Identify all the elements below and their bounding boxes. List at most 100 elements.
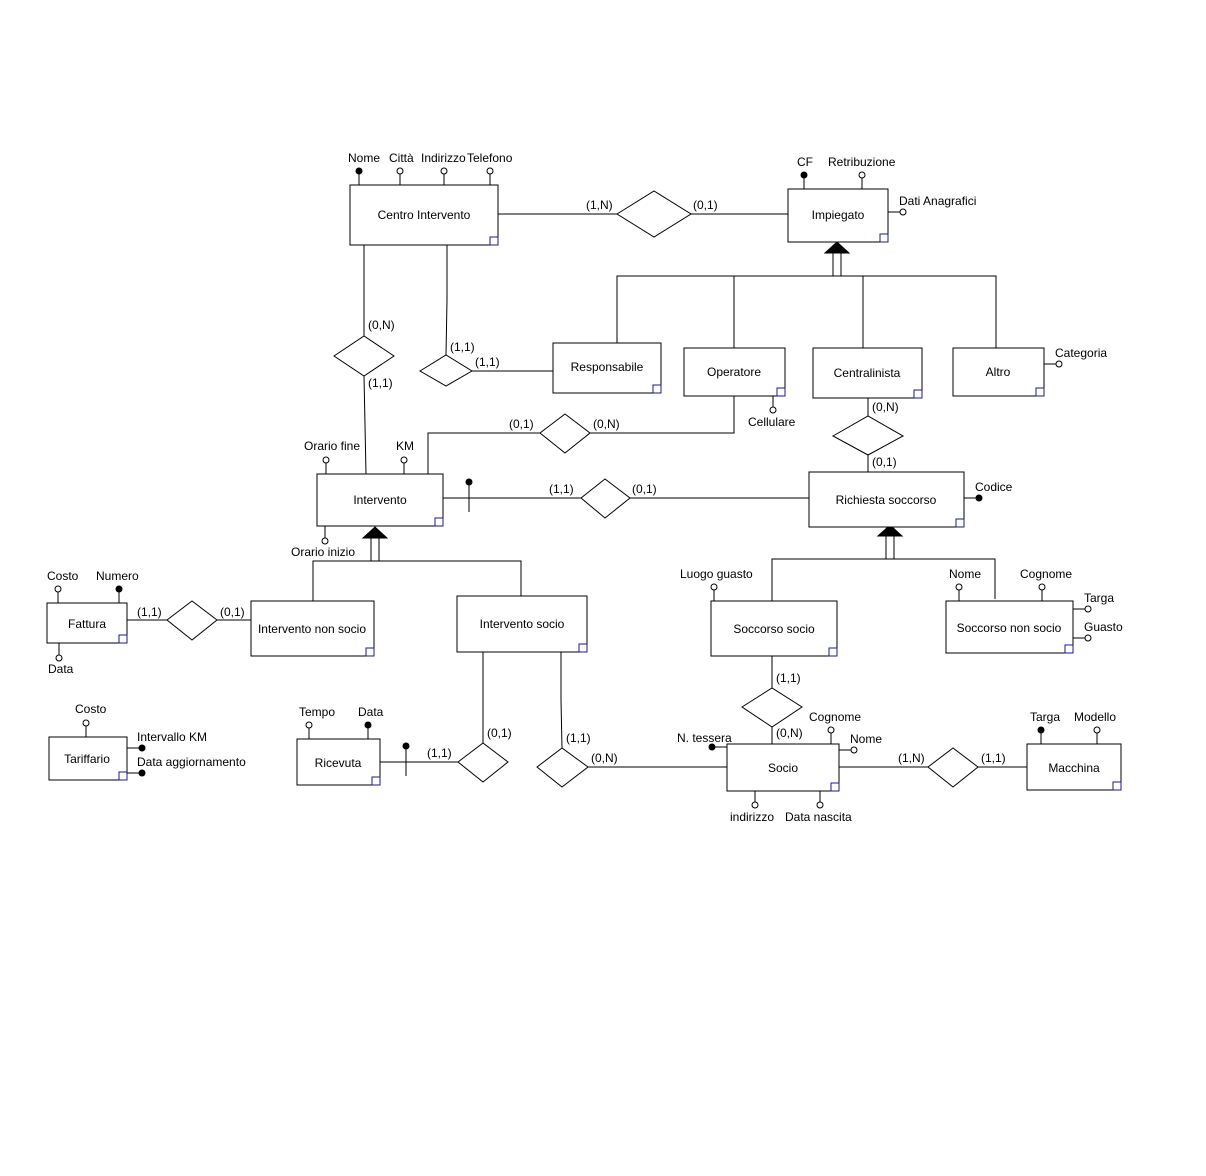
svg-text:Luogo guasto: Luogo guasto bbox=[680, 567, 753, 581]
cardinality: (1,N) bbox=[586, 198, 613, 212]
entity-soccorso-non-socio[interactable]: Soccorso non socio bbox=[945, 600, 1074, 654]
cardinality: (1,1) bbox=[566, 731, 591, 745]
relationship-r8[interactable] bbox=[457, 742, 509, 783]
entity-label: Centralinista bbox=[834, 366, 901, 380]
entity-tariffario[interactable]: Tariffario bbox=[48, 736, 128, 781]
entity-intervento[interactable]: Intervento bbox=[316, 473, 444, 527]
svg-text:Guasto: Guasto bbox=[1084, 620, 1123, 634]
relationship-r2[interactable] bbox=[333, 335, 395, 377]
cardinality: (1,1) bbox=[427, 746, 452, 760]
cardinality: (1,1) bbox=[475, 355, 500, 369]
svg-text:CF: CF bbox=[797, 155, 813, 169]
attribute-dati-anagrafici: Dati Anagrafici bbox=[888, 194, 976, 216]
attribute-n-tessera-key: N. tessera bbox=[677, 731, 732, 751]
cardinality: (1,1) bbox=[137, 605, 162, 619]
isa-arrow-intervento bbox=[361, 526, 389, 562]
external-identifier-marker bbox=[465, 478, 473, 486]
entity-intervento-non-socio[interactable]: Intervento non socio bbox=[250, 600, 375, 657]
attribute-nome: Nome bbox=[949, 567, 981, 601]
cardinality: (1,N) bbox=[898, 751, 925, 765]
entity-label: Operatore bbox=[707, 365, 761, 379]
attribute-data: Data bbox=[48, 643, 74, 676]
entity-label: Intervento socio bbox=[480, 617, 565, 631]
entity-label: Intervento bbox=[353, 493, 407, 507]
external-identifier-marker bbox=[402, 742, 410, 750]
cardinality: (1,1) bbox=[368, 376, 393, 390]
entity-label: Altro bbox=[986, 365, 1011, 379]
entity-impiegato[interactable]: Impiegato bbox=[787, 188, 889, 243]
attribute-costo: Costo bbox=[47, 569, 79, 603]
attribute-cellulare: Cellulare bbox=[748, 396, 796, 429]
entity-intervento-socio[interactable]: Intervento socio bbox=[456, 595, 588, 653]
attribute-data-key: Data bbox=[358, 705, 384, 739]
cardinality: (0,N) bbox=[872, 400, 899, 414]
cardinality: (0,1) bbox=[872, 455, 897, 469]
entity-label: Macchina bbox=[1048, 761, 1100, 775]
entity-responsabile[interactable]: Responsabile bbox=[552, 342, 662, 394]
relationship-r3[interactable] bbox=[419, 354, 473, 387]
svg-text:Modello: Modello bbox=[1074, 710, 1116, 724]
entity-label: Socio bbox=[768, 761, 798, 775]
svg-text:Intervallo KM: Intervallo KM bbox=[137, 730, 207, 744]
svg-text:Indirizzo: Indirizzo bbox=[421, 151, 466, 165]
cardinality: (0,1) bbox=[632, 482, 657, 496]
connection-lines bbox=[127, 213, 1028, 776]
svg-text:Cellulare: Cellulare bbox=[748, 415, 796, 429]
relationship-r9[interactable] bbox=[536, 747, 589, 788]
entity-label: Richiesta soccorso bbox=[836, 493, 937, 507]
entity-operatore[interactable]: Operatore bbox=[683, 347, 786, 397]
svg-text:Data nascita: Data nascita bbox=[785, 810, 852, 824]
svg-text:Orario inizio: Orario inizio bbox=[291, 545, 355, 559]
attributes: Nome Città Indirizzo Telefono CF Retribu… bbox=[47, 151, 1123, 824]
attribute-costo: Costo bbox=[75, 702, 107, 737]
entity-label: Centro Intervento bbox=[378, 208, 471, 222]
entity-macchina[interactable]: Macchina bbox=[1026, 743, 1122, 791]
relationship-r11[interactable] bbox=[927, 747, 979, 788]
entity-altro[interactable]: Altro bbox=[952, 347, 1045, 397]
relationship-r5[interactable] bbox=[831, 415, 905, 456]
attribute-luogo-guasto: Luogo guasto bbox=[680, 567, 753, 601]
attribute-indirizzo: indirizzo bbox=[730, 791, 774, 824]
attribute-targa-key: Targa bbox=[1030, 710, 1060, 744]
entity-label: Soccorso socio bbox=[733, 622, 815, 636]
attribute-categoria: Categoria bbox=[1044, 346, 1107, 368]
cardinality: (1,1) bbox=[549, 482, 574, 496]
entity-soccorso-socio[interactable]: Soccorso socio bbox=[710, 600, 838, 657]
entity-ricevuta[interactable]: Ricevuta bbox=[296, 738, 381, 786]
isa-arrow-impiegato bbox=[823, 241, 851, 277]
attribute-codice-key: Codice bbox=[964, 480, 1013, 502]
svg-text:Orario fine: Orario fine bbox=[304, 439, 360, 453]
relationship-r1[interactable] bbox=[616, 190, 692, 238]
cardinality: (0,1) bbox=[693, 198, 718, 212]
relationship-r4[interactable] bbox=[539, 413, 591, 454]
relationship-r10[interactable] bbox=[741, 687, 803, 728]
svg-text:Cognome: Cognome bbox=[1020, 567, 1072, 581]
cardinality: (0,1) bbox=[487, 726, 512, 740]
cardinality: (0,1) bbox=[220, 605, 245, 619]
attribute-modello: Modello bbox=[1074, 710, 1116, 744]
entity-label: Impiegato bbox=[812, 208, 865, 222]
svg-text:Cognome: Cognome bbox=[809, 710, 861, 724]
entity-fattura[interactable]: Fattura bbox=[46, 602, 128, 644]
svg-text:Tempo: Tempo bbox=[299, 705, 335, 719]
relationship-r7[interactable] bbox=[166, 600, 218, 641]
relationship-r6[interactable] bbox=[580, 478, 631, 519]
svg-text:Data: Data bbox=[358, 705, 384, 719]
attribute-orario-fine: Orario fine bbox=[304, 439, 360, 474]
svg-text:Nome: Nome bbox=[850, 732, 882, 746]
attribute-nome: Nome bbox=[839, 732, 882, 754]
entity-label: Tariffario bbox=[64, 752, 110, 766]
attribute-retribuzione: Retribuzione bbox=[828, 155, 896, 189]
attribute-intervallo-km-key: Intervallo KM bbox=[127, 730, 207, 752]
entity-centro-intervento[interactable]: Centro Intervento bbox=[349, 184, 499, 246]
entity-richiesta-soccorso[interactable]: Richiesta soccorso bbox=[808, 471, 965, 528]
entity-centralinista[interactable]: Centralinista bbox=[812, 347, 923, 399]
cardinality: (0,N) bbox=[368, 318, 395, 332]
entity-socio[interactable]: Socio bbox=[726, 743, 840, 792]
attribute-data-aggiornamento-key: Data aggiornamento bbox=[127, 755, 246, 777]
entity-label: Fattura bbox=[68, 617, 106, 631]
svg-text:Retribuzione: Retribuzione bbox=[828, 155, 896, 169]
svg-text:Costo: Costo bbox=[75, 702, 107, 716]
attribute-nome-key: Nome bbox=[348, 151, 380, 185]
